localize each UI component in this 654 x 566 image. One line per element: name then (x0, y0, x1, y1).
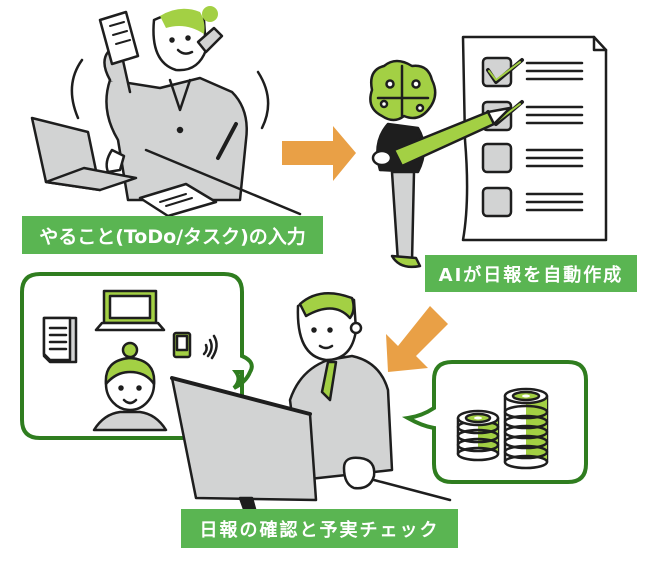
laptop-icon (30, 116, 138, 192)
coin-stack-icon (456, 409, 500, 462)
desk-document-icon (138, 182, 218, 218)
document-icon (42, 316, 78, 364)
desk-edge (144, 148, 302, 216)
checklist-document-icon (461, 35, 608, 242)
arrow-down-left-icon (386, 306, 448, 372)
checkbox-checked-icon (481, 56, 513, 88)
motion-arc-left-icon (70, 58, 84, 120)
monitor-icon (170, 376, 318, 522)
arrow-right-icon (282, 126, 356, 181)
checkbox-empty-icon (481, 142, 513, 174)
step-3-label: 日報の確認と予実チェック (181, 509, 458, 548)
scene-woman-multitasking (30, 6, 302, 218)
step-2-label: AIが日報を自動作成 (425, 255, 637, 292)
checkbox-empty-icon (481, 186, 513, 218)
step-1-label: やること(ToDo/タスク)の入力 (22, 216, 323, 254)
todo-note-icon (98, 10, 140, 66)
ai-brain-icon (369, 59, 437, 122)
coin-stack-icon (503, 387, 549, 470)
pen-icon (392, 106, 512, 168)
budget-actual-bubble (401, 360, 588, 484)
employee-avatar (92, 341, 168, 432)
wifi-signal-icon (202, 334, 218, 360)
laptop-icon (94, 289, 166, 332)
scene-ai-report (369, 35, 608, 269)
motion-arc-right-icon (256, 70, 270, 130)
smartphone-icon (172, 331, 192, 359)
scene-manager-checking (170, 291, 452, 522)
desk-edge (372, 478, 452, 502)
